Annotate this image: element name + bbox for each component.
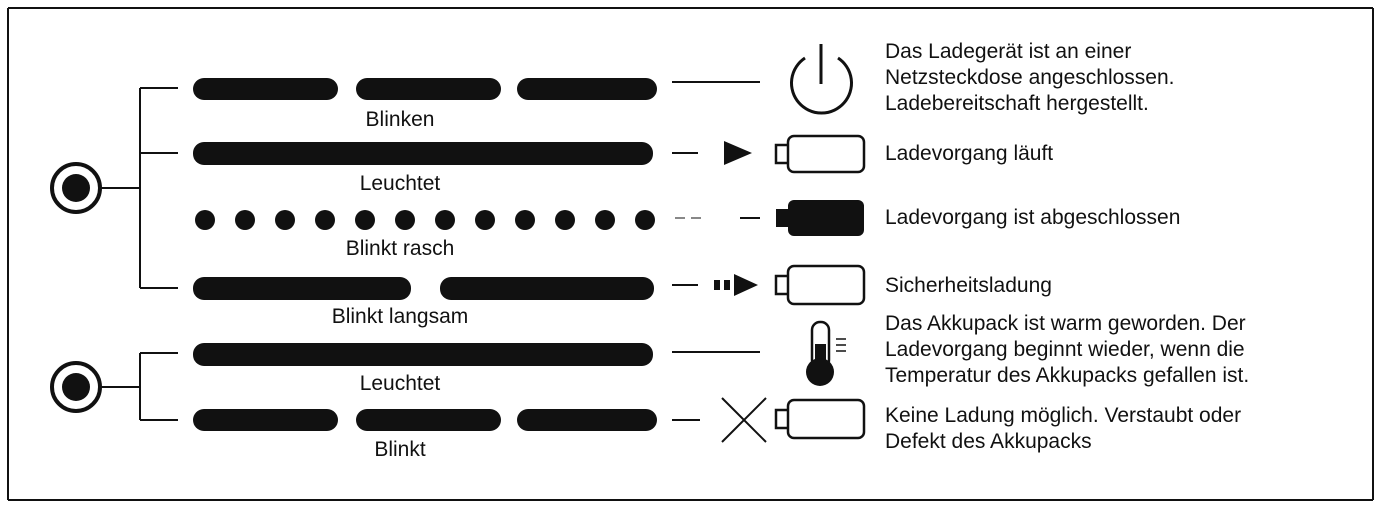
pattern-label: Blinken <box>366 108 435 131</box>
blink-pattern <box>193 78 657 100</box>
steady-pattern <box>193 343 653 366</box>
pattern-label: Leuchtet <box>360 372 441 395</box>
description-line: Keine Ladung möglich. Verstaubt oder <box>885 404 1241 427</box>
battery-empty-icon <box>774 398 866 440</box>
description-line: Ladebereitschaft hergestellt. <box>885 92 1149 115</box>
pattern-label: Blinkt <box>374 438 426 461</box>
battery-empty-icon <box>774 264 866 306</box>
thermometer-icon <box>806 320 846 386</box>
fast-blink-pattern <box>195 210 655 230</box>
row-leuchtet-warm: Leuchtet Das Akkupack ist warm geworden.… <box>193 312 1249 395</box>
pattern-label: Leuchtet <box>360 172 441 195</box>
battery-full-icon <box>776 200 864 236</box>
pattern-label: Blinkt rasch <box>346 237 455 260</box>
arrow-connector <box>672 141 752 165</box>
row-blinkt-rasch: Blinkt rasch Ladevorgang ist abgeschloss… <box>195 200 1180 260</box>
row-blinken: Blinken Das Ladegerät ist an einer Netzs… <box>193 40 1175 131</box>
description-line: Ladevorgang beginnt wieder, wenn die <box>885 338 1245 361</box>
description-line: Temperatur des Akkupacks gefallen ist. <box>885 364 1249 387</box>
description-line: Netzsteckdose angeschlossen. <box>885 66 1175 89</box>
row-leuchtet: Leuchtet Ladevorgang läuft <box>193 134 1053 195</box>
led-group-1 <box>50 87 178 289</box>
pattern-label: Blinkt langsam <box>332 305 469 328</box>
description-line: Ladevorgang läuft <box>885 142 1053 165</box>
bracket-lines <box>100 352 178 421</box>
battery-empty-icon <box>774 134 866 174</box>
bracket-lines <box>100 87 178 289</box>
power-icon <box>790 44 853 115</box>
description-line: Sicherheitsladung <box>885 274 1052 297</box>
steady-pattern <box>193 142 653 165</box>
row-blinkt-langsam: Blinkt langsam Sicherheitsladung <box>193 264 1052 328</box>
blink-pattern <box>193 409 657 431</box>
row-blinkt: Blinkt Keine Ladung möglich. Verstaubt o… <box>193 397 1241 461</box>
description-line: Ladevorgang ist abgeschlossen <box>885 206 1180 229</box>
slow-blink-pattern <box>193 277 654 300</box>
led-indicator-icon <box>50 361 102 413</box>
led-group-2 <box>50 352 178 421</box>
diagram-frame <box>7 7 1374 501</box>
led-indicator-icon <box>50 162 102 214</box>
cross-connector <box>672 397 767 443</box>
dotted-arrow-connector <box>672 274 758 296</box>
description-line: Defekt des Akkupacks <box>885 430 1092 453</box>
description-line: Das Ladegerät ist an einer <box>885 40 1131 63</box>
description-line: Das Akkupack ist warm geworden. Der <box>885 312 1246 335</box>
